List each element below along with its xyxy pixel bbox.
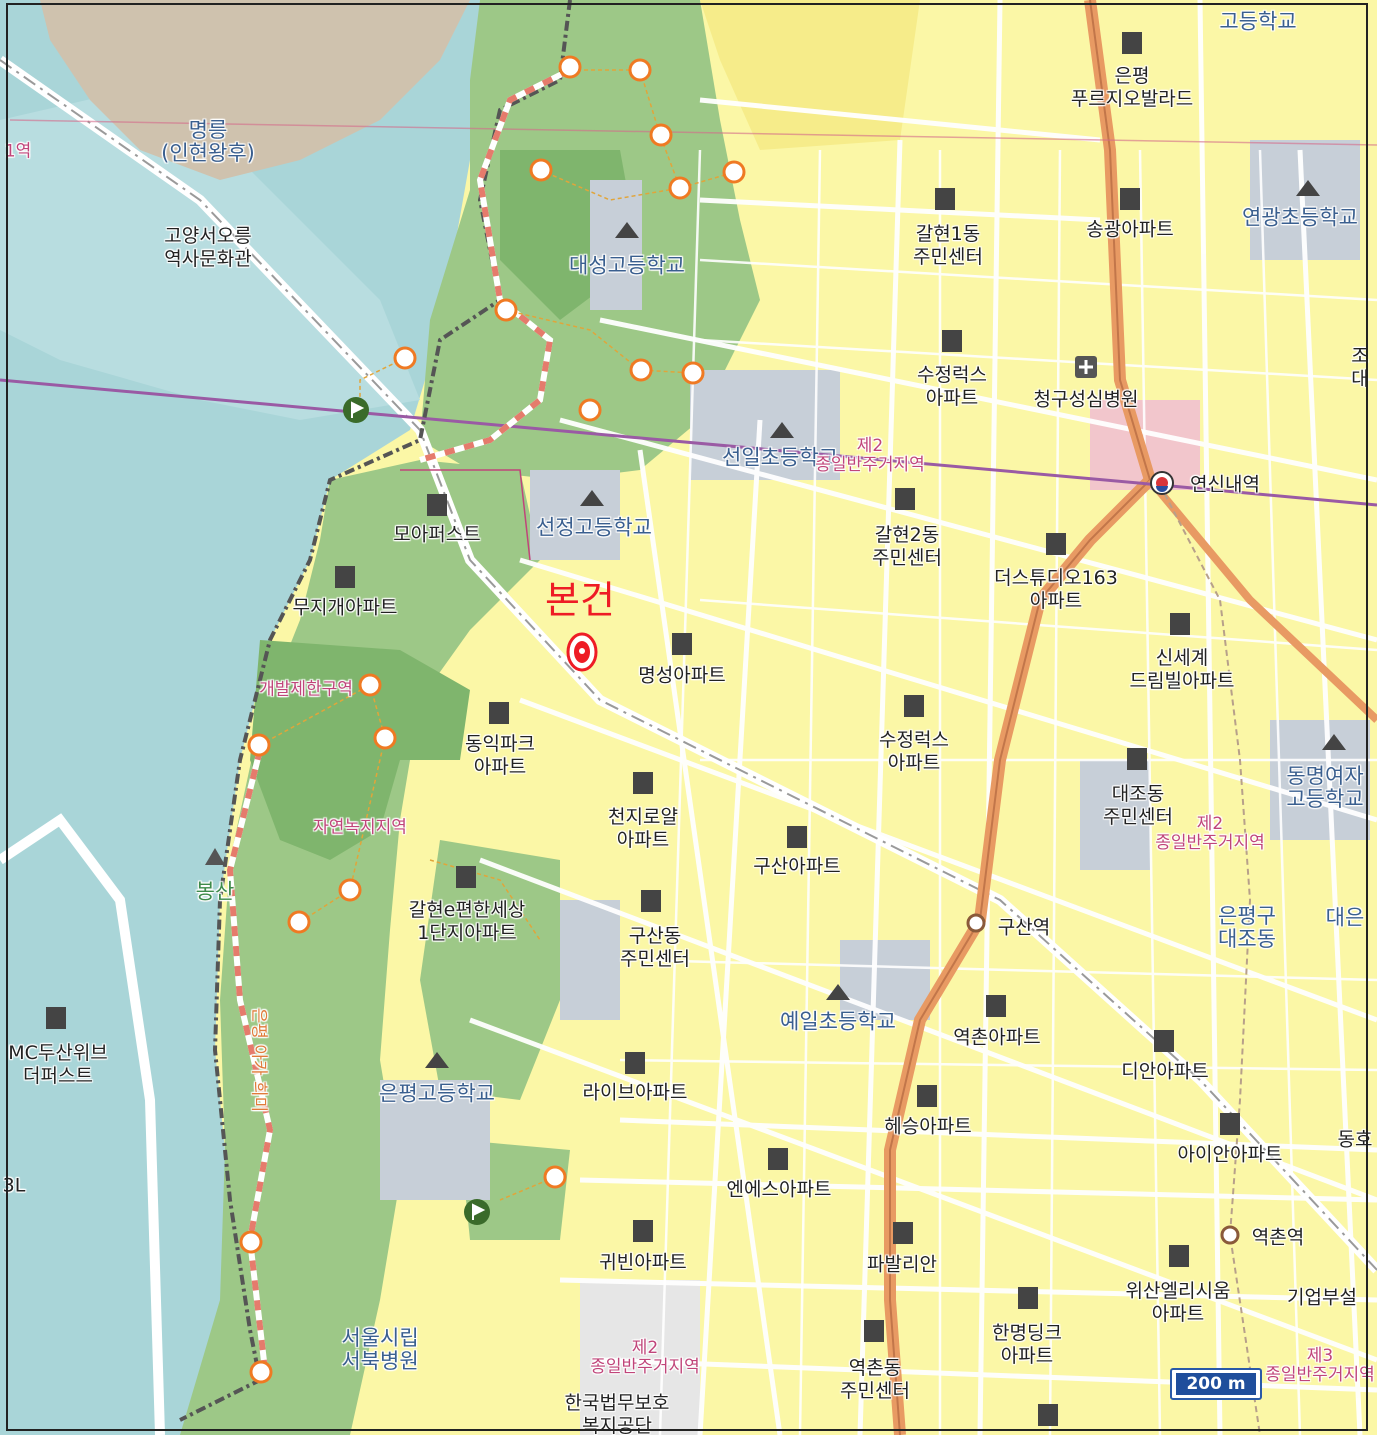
apartment-label: 역촌아파트 [953, 1026, 1041, 1049]
property-marker-icon [566, 632, 598, 672]
station-label: 구산역 [997, 916, 1051, 939]
apartment-icon [46, 32, 1240, 1426]
admin-label: 동호 [1337, 1128, 1373, 1151]
apartment-label: 디안아파트 [1121, 1060, 1209, 1083]
hospital-icon [1075, 356, 1097, 378]
mountain-label: 봉산 [195, 879, 235, 904]
apartment-label: 귀빈아파트 [599, 1251, 687, 1274]
school-label: 선일초등학교 [722, 445, 838, 470]
apartment-label: 파발리안 [867, 1253, 937, 1276]
station-label: 역촌역 [1251, 1226, 1305, 1249]
facility-label: 청구성심병원 [1033, 388, 1139, 411]
admin-label: 대은 [1325, 905, 1365, 930]
apartment-label: 무지개아파트 [292, 596, 398, 619]
property-label: 본건 [545, 578, 615, 622]
school-label: 은평고등학교 [379, 1081, 495, 1106]
subway-station-icon [966, 471, 1240, 1245]
school-label: 예일초등학교 [780, 1009, 896, 1034]
zone-label: 자연녹지지역 [313, 817, 407, 838]
school-icon [425, 180, 1346, 1068]
apartment-label: 기업부설 [1287, 1286, 1357, 1309]
mountain-peak-icon [205, 397, 490, 1225]
apartment-label: 송광아파트 [1086, 218, 1174, 241]
station-label: 연신내역 [1190, 473, 1260, 496]
apartment-label: 라이브아파트 [582, 1081, 688, 1104]
apartment-label: 아이안아파트 [1177, 1143, 1283, 1166]
scale-bar: 200 m [1170, 1368, 1262, 1400]
apartment-label: 명성아파트 [638, 664, 726, 687]
school-label: 연광초등학교 [1242, 205, 1358, 230]
school-label: 선정고등학교 [536, 515, 652, 540]
school-label: 대성고등학교 [569, 253, 685, 278]
apartment-label: 헤승아파트 [884, 1115, 972, 1138]
zone-label: 개발제한구역 [259, 679, 353, 700]
station-label: 1역 [4, 141, 32, 162]
apartment-label: 구산아파트 [753, 855, 841, 878]
school-label: 고등학교 [1219, 9, 1297, 34]
apartment-label: 엔에스아파트 [726, 1178, 832, 1201]
trail-point-icon [239, 55, 746, 1384]
trail-label: 은평 아카 희미 [248, 1007, 269, 1113]
scale-label: 200 m [1176, 1373, 1256, 1395]
place-label: 명릉(인현왕후) [161, 118, 255, 165]
place-label: 3L [2, 1174, 26, 1197]
apartment-label: 모아퍼스트 [393, 523, 481, 546]
